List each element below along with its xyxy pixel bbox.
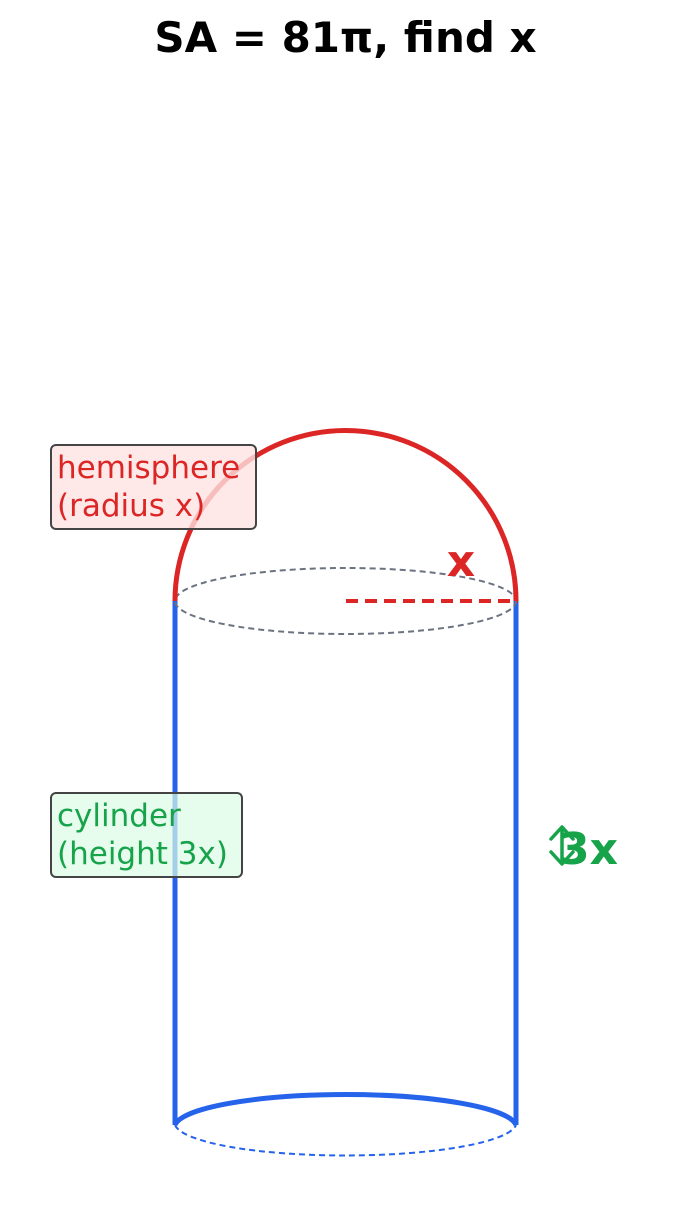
- cylinder-label-box: cylinder (height 3x): [50, 792, 243, 878]
- diagram-title: SA = 81π, find x: [154, 13, 537, 62]
- hemisphere-label-line2: (radius x): [57, 488, 205, 524]
- hemisphere-label-box: hemisphere (radius x): [50, 444, 257, 530]
- cylinder-label-line1: cylinder: [57, 798, 181, 834]
- cylinder-base-visible-edge: [172, 1092, 519, 1127]
- height-label: 3x: [559, 824, 618, 875]
- cylinder-label-line2: (height 3x): [57, 836, 228, 872]
- hemisphere-label-line1: hemisphere: [57, 450, 240, 486]
- up-down-arrow-icon: [549, 825, 575, 866]
- cylinder-base-back-edge: [174, 1093, 517, 1126]
- cylinder-base-front-edge: [174, 1124, 517, 1157]
- radius-label: x: [447, 536, 475, 587]
